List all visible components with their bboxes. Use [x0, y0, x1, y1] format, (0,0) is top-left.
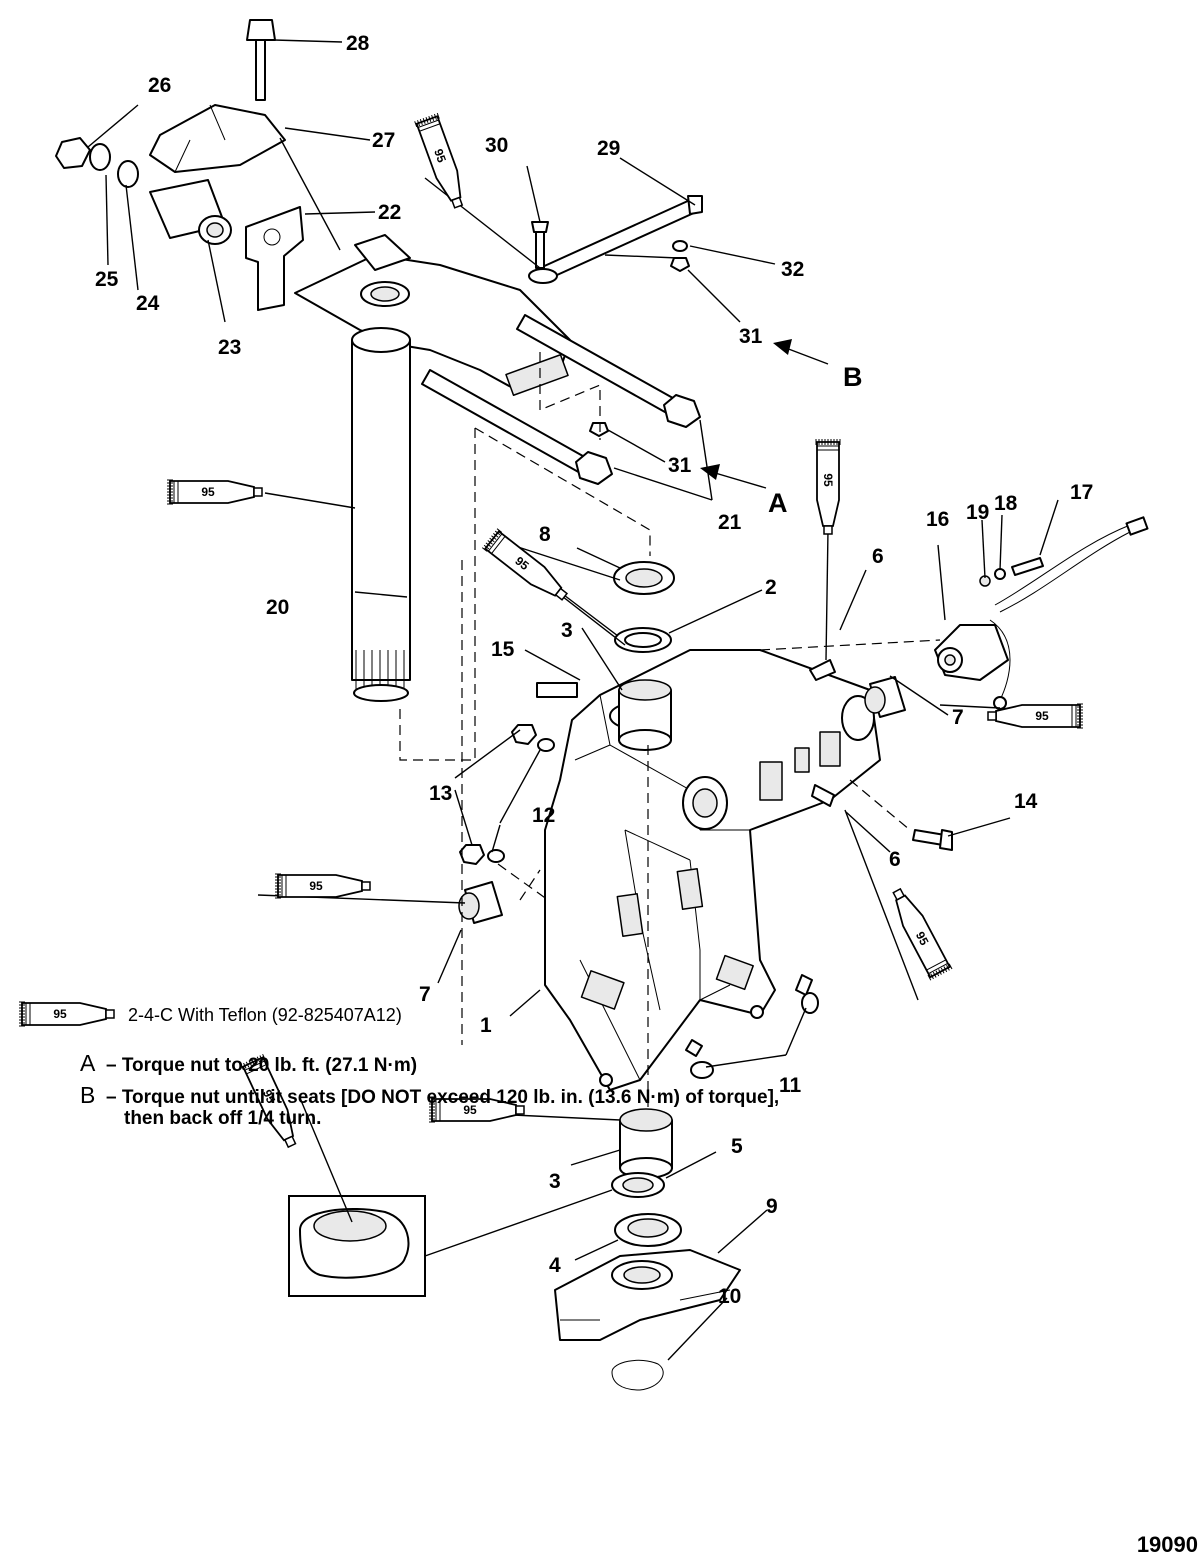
- callout-6-b: 6: [889, 848, 901, 871]
- callout-7-a: 7: [419, 983, 431, 1006]
- bushings: [458, 676, 906, 924]
- spacer: [536, 682, 578, 698]
- svg-text:95: 95: [309, 879, 323, 893]
- note-b-key: B: [80, 1082, 96, 1108]
- svg-text:95: 95: [260, 1087, 278, 1105]
- trim-sender: [934, 516, 1149, 710]
- tilt-lock-assembly: [55, 19, 304, 311]
- callout-15: 15: [491, 638, 515, 661]
- svg-text:95: 95: [1035, 709, 1049, 723]
- callout-14: 14: [1014, 790, 1038, 813]
- grease-tube: 95: [274, 873, 371, 899]
- callout-1: 1: [480, 1014, 492, 1037]
- callout-16: 16: [926, 508, 949, 531]
- callout-26: 26: [148, 74, 171, 97]
- note-a-text: – Torque nut to 20 lb. ft. (27.1 N·m): [106, 1055, 418, 1076]
- bolt-14: [912, 829, 953, 851]
- legend-text: 2-4-C With Teflon (92-825407A12): [128, 1005, 402, 1025]
- svg-text:95: 95: [821, 473, 835, 487]
- swivel-bracket: [544, 649, 881, 1091]
- arrow-b-label: B: [843, 362, 863, 392]
- lower-parts: [554, 1108, 741, 1391]
- callout-6-a: 6: [872, 545, 884, 568]
- link-rod: [528, 195, 703, 437]
- callout-24: 24: [136, 292, 160, 315]
- seal-detail-inset: [288, 1195, 426, 1297]
- callout-32: 32: [781, 258, 804, 281]
- callout-4: 4: [549, 1254, 561, 1277]
- callout-21: 21: [718, 511, 742, 534]
- leader-lines: [87, 39, 1059, 1361]
- grease-tube: 95: [987, 703, 1084, 729]
- steering-shaft: [351, 327, 411, 702]
- grease-tube: 95: [428, 1097, 525, 1123]
- callout-18: 18: [994, 492, 1018, 515]
- callout-31-b: 31: [739, 325, 763, 348]
- callout-31-a: 31: [668, 454, 692, 477]
- callout-30: 30: [485, 134, 508, 157]
- grease-tube: 95: [413, 112, 471, 212]
- note-b-text: – Torque nut until it seats [DO NOT exce…: [106, 1087, 780, 1108]
- svg-text:95: 95: [913, 929, 932, 948]
- callout-11: 11: [779, 1074, 802, 1097]
- callout-19: 19: [966, 501, 989, 524]
- callout-22: 22: [378, 201, 401, 224]
- callout-12: 12: [532, 804, 555, 827]
- note-a: A – Torque nut to 20 lb. ft. (27.1 N·m): [80, 1050, 417, 1077]
- callout-17: 17: [1070, 481, 1093, 504]
- grease-tube: 95: [815, 438, 841, 535]
- svg-text:95: 95: [431, 147, 449, 165]
- grease-tube: 95: [239, 1053, 304, 1152]
- callout-3-b: 3: [549, 1170, 561, 1193]
- grease-fittings: [809, 659, 836, 807]
- callout-27: 27: [372, 129, 395, 152]
- figure-id: 19090: [1136, 1532, 1198, 1557]
- svg-text:95: 95: [53, 1007, 67, 1021]
- svg-text:95: 95: [201, 485, 215, 499]
- callout-23: 23: [218, 336, 241, 359]
- callout-7-b: 7: [952, 706, 964, 729]
- upper-bearing-set: [613, 561, 675, 751]
- svg-text:95: 95: [463, 1103, 477, 1117]
- callout-8: 8: [539, 523, 551, 546]
- callout-13: 13: [429, 782, 452, 805]
- callout-3-a: 3: [561, 619, 573, 642]
- legend-grease-tube-icon: 95: [18, 1001, 115, 1027]
- tie-bolts: [421, 314, 701, 485]
- callout-25: 25: [95, 268, 119, 291]
- callout-9: 9: [766, 1195, 778, 1218]
- callout-numbers: 28 26 27 30 29 22 25 24 23 32 31 B 31 A …: [95, 32, 1093, 1308]
- callout-5: 5: [731, 1135, 743, 1158]
- note-a-key: A: [80, 1050, 96, 1076]
- grease-tube: 95: [885, 884, 953, 982]
- callout-28: 28: [346, 32, 370, 55]
- callout-20: 20: [266, 596, 289, 619]
- callout-10: 10: [718, 1285, 741, 1308]
- center-lines: [399, 352, 941, 1110]
- nuts-washers: [459, 724, 555, 865]
- callout-29: 29: [597, 137, 620, 160]
- callout-2: 2: [765, 576, 777, 599]
- note-b: B – Torque nut until it seats [DO NOT exc…: [80, 1082, 779, 1109]
- grease-tube: 95: [481, 527, 573, 607]
- note-b-continuation: then back off 1/4 turn.: [124, 1108, 322, 1129]
- grease-tube: 95: [166, 479, 263, 505]
- arrow-a-label: A: [768, 488, 788, 518]
